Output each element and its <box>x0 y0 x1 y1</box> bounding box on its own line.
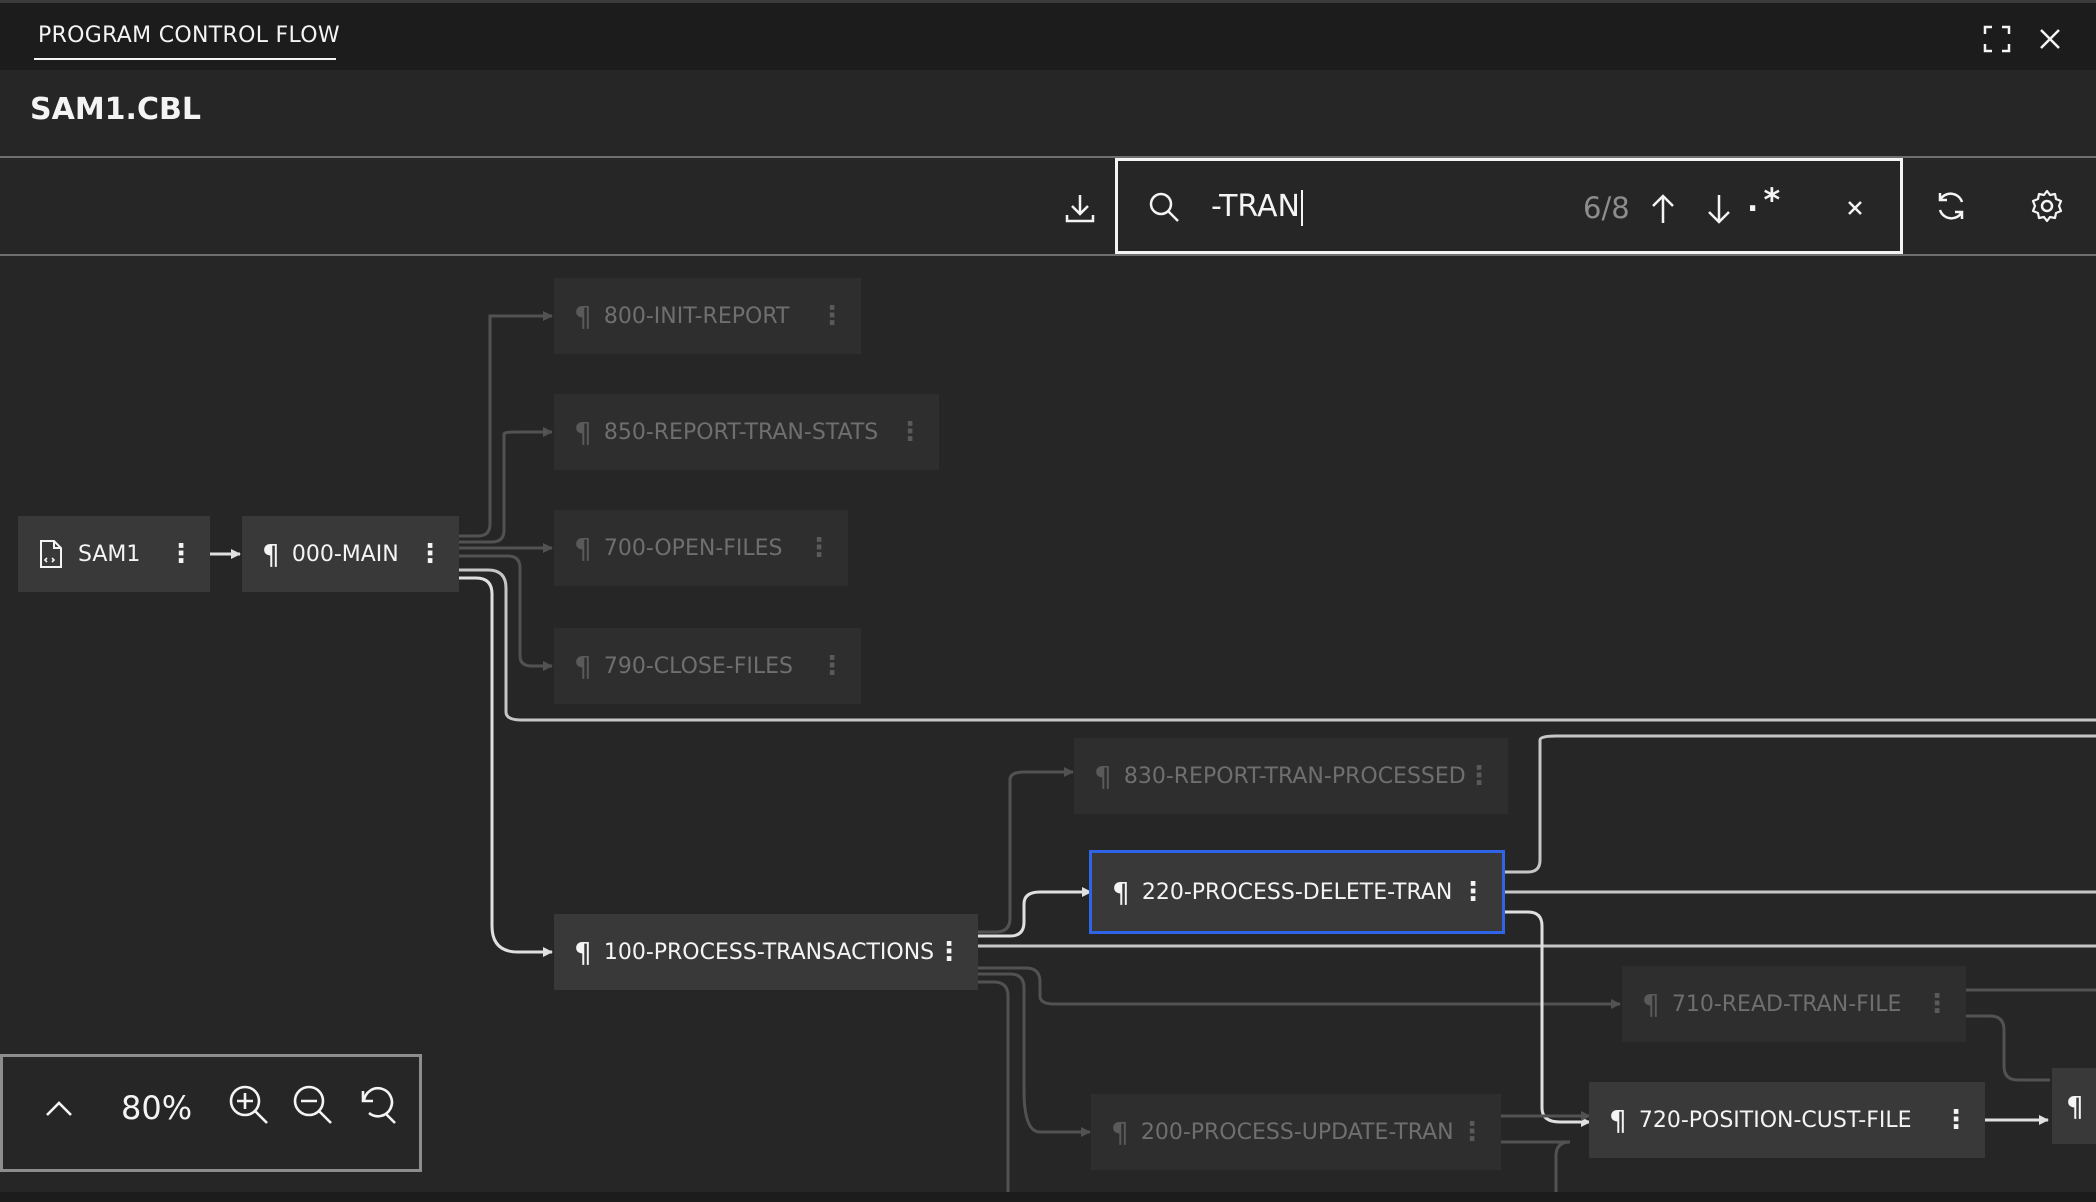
edge-220-720 <box>1504 910 1591 1127</box>
node-offscreen-partial[interactable]: ¶ <box>2052 1068 2096 1144</box>
tab-program-control-flow[interactable]: PROGRAM CONTROL FLOW <box>38 23 340 48</box>
node-label: 720-POSITION-CUST-FILE <box>1638 1107 1912 1133</box>
node-label: 850-REPORT-TRAN-STATS <box>603 419 879 445</box>
paragraph-icon: ¶ <box>574 935 592 969</box>
close-icon[interactable] <box>2034 23 2066 55</box>
clear-search-icon[interactable] <box>1840 193 1870 223</box>
edge-710-next <box>1966 1014 2050 1082</box>
settings-gear-icon[interactable] <box>2029 188 2065 224</box>
toolbar: -TRAN 6/8 .* <box>0 158 2096 256</box>
node-800-init-report[interactable]: ¶ 800-INIT-REPORT ⋮ <box>554 278 861 354</box>
edge-main-800 <box>459 311 553 538</box>
maximize-icon[interactable] <box>1981 23 2013 55</box>
node-label: 710-READ-TRAN-FILE <box>1671 991 1902 1017</box>
zoom-out-icon[interactable] <box>291 1083 335 1127</box>
paragraph-icon: ¶ <box>1642 987 1660 1021</box>
node-label: 700-OPEN-FILES <box>603 535 783 561</box>
node-220-process-delete-tran[interactable]: ¶ 220-PROCESS-DELETE-TRAN ⋮ <box>1089 850 1505 934</box>
node-label: 830-REPORT-TRAN-PROCESSED <box>1123 763 1466 789</box>
refresh-icon[interactable] <box>1933 188 1969 224</box>
node-label: 100-PROCESS-TRANSACTIONS <box>603 939 935 965</box>
edge-100-200 <box>978 972 1091 1137</box>
node-label: SAM1 <box>78 541 141 567</box>
arrow-down-icon[interactable] <box>1701 191 1737 227</box>
search-input-value: -TRAN <box>1211 189 1300 224</box>
arrow-up-icon[interactable] <box>1645 191 1681 227</box>
overflow-menu-icon[interactable]: ⋮ <box>819 651 845 681</box>
edge-main-790 <box>459 554 553 671</box>
node-200-process-update-tran[interactable]: ¶ 200-PROCESS-UPDATE-TRAN ⋮ <box>1091 1094 1501 1170</box>
paragraph-icon: ¶ <box>1609 1103 1627 1137</box>
paragraph-icon: ¶ <box>574 531 592 565</box>
control-flow-graph[interactable]: SAM1 ⋮ ¶ 000-MAIN ⋮ ¶ 800-INIT-REPORT ⋮ … <box>0 256 2096 1192</box>
tab-active-indicator <box>34 58 336 60</box>
overflow-menu-icon[interactable]: ⋮ <box>417 539 443 569</box>
node-label: 200-PROCESS-UPDATE-TRAN <box>1140 1119 1454 1145</box>
node-720-position-cust-file[interactable]: ¶ 720-POSITION-CUST-FILE ⋮ <box>1589 1082 1985 1158</box>
node-790-close-files[interactable]: ¶ 790-CLOSE-FILES ⋮ <box>554 628 861 704</box>
match-count: 6/8 <box>1583 191 1630 225</box>
edge-220-up <box>1504 734 2096 874</box>
node-710-read-tran-file[interactable]: ¶ 710-READ-TRAN-FILE ⋮ <box>1622 966 1966 1042</box>
edge-100-710 <box>978 966 1621 1009</box>
node-label: 790-CLOSE-FILES <box>603 653 793 679</box>
edge-200-down <box>1500 1140 1571 1192</box>
zoom-reset-icon[interactable] <box>355 1083 399 1127</box>
node-850-report-tran-stats[interactable]: ¶ 850-REPORT-TRAN-STATS ⋮ <box>554 394 939 470</box>
node-700-open-files[interactable]: ¶ 700-OPEN-FILES ⋮ <box>554 510 848 586</box>
overflow-menu-icon[interactable]: ⋮ <box>1459 1117 1485 1147</box>
overflow-menu-icon[interactable]: ⋮ <box>168 539 194 569</box>
zoom-controls: 80% <box>0 1054 422 1172</box>
search-icon <box>1149 192 1179 222</box>
zoom-in-icon[interactable] <box>227 1083 271 1127</box>
paragraph-icon: ¶ <box>262 537 280 571</box>
node-sam1[interactable]: SAM1 ⋮ <box>18 516 210 592</box>
overflow-menu-icon[interactable]: ⋮ <box>1466 761 1492 791</box>
edge-100-down <box>978 980 1010 1192</box>
edge-100-830 <box>978 767 1074 934</box>
overflow-menu-icon[interactable]: ⋮ <box>806 533 832 563</box>
node-000-main[interactable]: ¶ 000-MAIN ⋮ <box>242 516 459 592</box>
edge-main-850 <box>459 427 553 544</box>
node-label: 800-INIT-REPORT <box>603 303 790 329</box>
file-header: SAM1.CBL <box>0 70 2096 158</box>
node-label: 000-MAIN <box>291 541 399 567</box>
overflow-menu-icon[interactable]: ⋮ <box>1460 877 1486 907</box>
file-title: SAM1.CBL <box>30 92 201 127</box>
overflow-menu-icon[interactable]: ⋮ <box>936 937 962 967</box>
node-100-process-transactions[interactable]: ¶ 100-PROCESS-TRANSACTIONS ⋮ <box>554 914 978 990</box>
panel-header: PROGRAM CONTROL FLOW <box>0 0 2096 70</box>
chevron-up-icon[interactable] <box>41 1091 77 1127</box>
edge-100-220 <box>978 887 1092 938</box>
bottom-edge <box>0 1192 2096 1202</box>
graph-edges <box>210 311 2096 1192</box>
paragraph-icon: ¶ <box>574 415 592 449</box>
search-box: -TRAN 6/8 .* <box>1115 158 1903 254</box>
search-input[interactable]: -TRAN <box>1211 189 1303 226</box>
overflow-menu-icon[interactable]: ⋮ <box>819 301 845 331</box>
program-file-icon <box>40 540 62 568</box>
text-caret <box>1301 189 1303 226</box>
edge-main-100 <box>459 576 553 957</box>
download-icon[interactable] <box>1062 190 1098 226</box>
paragraph-icon: ¶ <box>2066 1089 2084 1123</box>
paragraph-icon: ¶ <box>1112 875 1130 909</box>
zoom-level: 80% <box>121 1089 193 1127</box>
paragraph-icon: ¶ <box>1111 1115 1129 1149</box>
overflow-menu-icon[interactable]: ⋮ <box>1943 1105 1969 1135</box>
paragraph-icon: ¶ <box>574 649 592 683</box>
paragraph-icon: ¶ <box>574 299 592 333</box>
overflow-menu-icon[interactable]: ⋮ <box>1924 989 1950 1019</box>
node-830-report-tran-processed[interactable]: ¶ 830-REPORT-TRAN-PROCESSED ⋮ <box>1074 738 1508 814</box>
regex-toggle-button[interactable]: .* <box>1743 181 1782 219</box>
overflow-menu-icon[interactable]: ⋮ <box>897 417 923 447</box>
node-label: 220-PROCESS-DELETE-TRAN <box>1141 879 1453 905</box>
paragraph-icon: ¶ <box>1094 759 1112 793</box>
edge-main-right <box>459 568 2096 722</box>
